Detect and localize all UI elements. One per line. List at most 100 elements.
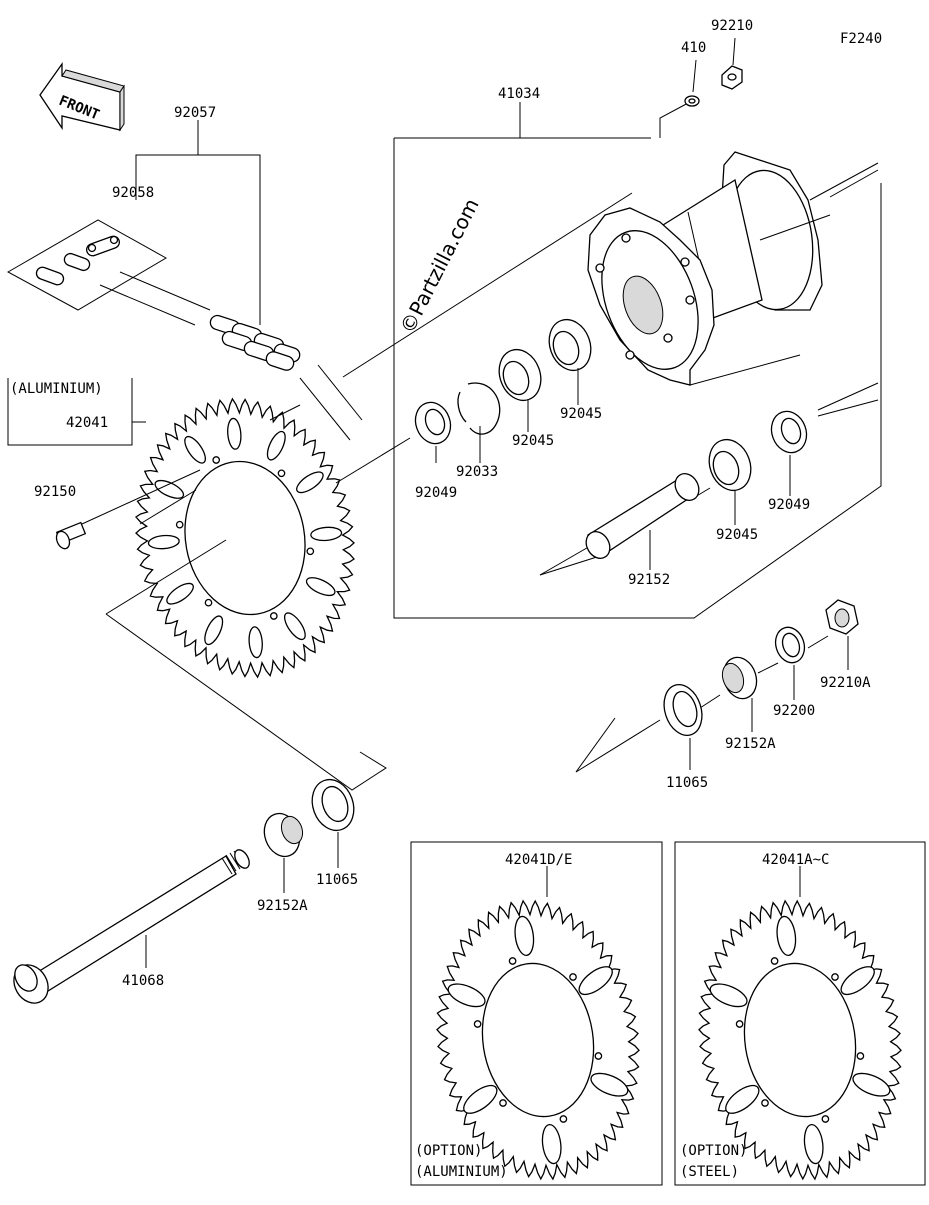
sprocket-window (248, 626, 263, 659)
sprocket-bolt-hole (856, 1052, 865, 1060)
rear-sprocket (135, 397, 355, 679)
option-sprocket-aluminium (436, 899, 640, 1181)
collar-92152 (585, 473, 700, 559)
sprocket-bolt (55, 469, 201, 550)
label-92150: 92150 (34, 484, 76, 500)
option1-line1: (OPTION) (415, 1143, 482, 1159)
option-sprocket-steel (698, 899, 902, 1181)
sprocket-center-hole (481, 962, 595, 1118)
sprocket-window (514, 915, 535, 957)
nut-92210 (721, 65, 743, 90)
sprocket-window (305, 577, 336, 597)
sprocket-window (166, 582, 194, 605)
axle-41068 (13, 849, 250, 1004)
label-92152A-left: 92152A (257, 898, 308, 914)
label-92049-right: 92049 (768, 497, 810, 513)
sprocket-center-hole (743, 962, 857, 1118)
sprocket-center-hole (184, 460, 306, 616)
sprocket-bolt-hole (204, 598, 213, 607)
label-42041: 42041 (66, 415, 108, 431)
label-92210: 92210 (711, 18, 753, 34)
option-box-steel (674, 841, 926, 1186)
sprocket-window (227, 417, 242, 450)
label-aluminium-note: (ALUMINIUM) (10, 381, 103, 397)
sprocket-window (803, 1123, 824, 1165)
front-arrow-icon: FRONT (39, 61, 125, 132)
sprocket-bolt-hole (277, 469, 286, 478)
label-92058: 92058 (112, 185, 154, 201)
collar-92152A-left (263, 812, 304, 858)
sprocket-window (204, 615, 224, 646)
sprocket-window (283, 612, 306, 641)
seal-11065-right (663, 684, 703, 736)
seal-11065-left (311, 778, 355, 832)
label-410: 410 (681, 40, 706, 56)
sprocket-bolt-hole (821, 1115, 830, 1123)
wheel-hub (587, 151, 831, 386)
label-92045-2: 92045 (560, 406, 602, 422)
sprocket-window (184, 435, 207, 464)
sprocket-bolt-hole (508, 957, 517, 965)
sprocket-window (852, 1072, 891, 1097)
sprocket-bolt-hole (569, 973, 577, 981)
diagram-code: F2240 (840, 31, 882, 47)
sprocket-window (725, 1084, 760, 1114)
oil-seal-left (414, 401, 452, 445)
option2-line2: (STEEL) (680, 1164, 739, 1180)
sprocket-bolt-hole (831, 973, 839, 981)
sprocket-bolt-hole (761, 1099, 769, 1107)
sprocket-bolt-hole (499, 1099, 507, 1107)
label-92057: 92057 (174, 105, 216, 121)
sprocket-bolt-hole (306, 547, 315, 556)
option2-line1: (OPTION) (680, 1143, 747, 1159)
sprocket-window (463, 1084, 498, 1114)
chain-assembly (6, 120, 363, 441)
label-41068: 41068 (122, 973, 164, 989)
option1-part-label: 42041D/E (505, 852, 572, 868)
label-92045-3: 92045 (716, 527, 758, 543)
sprocket-window (578, 966, 613, 996)
label-92152A-right: 92152A (725, 736, 776, 752)
oil-seal-right (770, 410, 808, 454)
bearing-2 (548, 318, 592, 372)
sprocket-bolt-hole (269, 612, 278, 620)
label-11065-left: 11065 (316, 872, 358, 888)
label-11065-right: 11065 (666, 775, 708, 791)
sprocket-window (310, 526, 343, 542)
option-box-aluminium (410, 841, 663, 1186)
option1-line2: (ALUMINIUM) (415, 1164, 508, 1180)
label-92152: 92152 (628, 572, 670, 588)
bearing-1 (498, 348, 542, 402)
sprocket-bolt-hole (735, 1020, 744, 1028)
sprocket-bolt-hole (559, 1115, 568, 1123)
label-92210A: 92210A (820, 675, 871, 691)
sprocket-window (154, 479, 185, 499)
sprocket-bolt-hole (594, 1052, 603, 1060)
sprocket-window (296, 471, 324, 494)
sprocket-bolt-hole (473, 1020, 482, 1028)
sprocket-window (709, 983, 748, 1008)
sprocket-window (776, 915, 797, 957)
sprocket-window (447, 983, 486, 1008)
bearing-3 (708, 438, 752, 492)
sprocket-bolt-hole (175, 520, 184, 529)
washer-92200 (774, 626, 806, 664)
sprocket-bolt-hole (770, 957, 779, 965)
label-92033: 92033 (456, 464, 498, 480)
collar-92152A-right (721, 656, 758, 700)
label-41034: 41034 (498, 86, 540, 102)
option2-part-label: 42041A~C (762, 852, 829, 868)
sprocket-window (266, 430, 286, 461)
label-92045-1: 92045 (512, 433, 554, 449)
sprocket-window (147, 534, 180, 550)
washer-410 (684, 95, 700, 107)
label-92049-left: 92049 (415, 485, 457, 501)
nut-92210A (825, 599, 859, 635)
sprocket-window (590, 1072, 629, 1097)
sprocket-window (541, 1123, 562, 1165)
label-92200: 92200 (773, 703, 815, 719)
sprocket-bolt-hole (212, 456, 221, 464)
sprocket-window (840, 966, 875, 996)
